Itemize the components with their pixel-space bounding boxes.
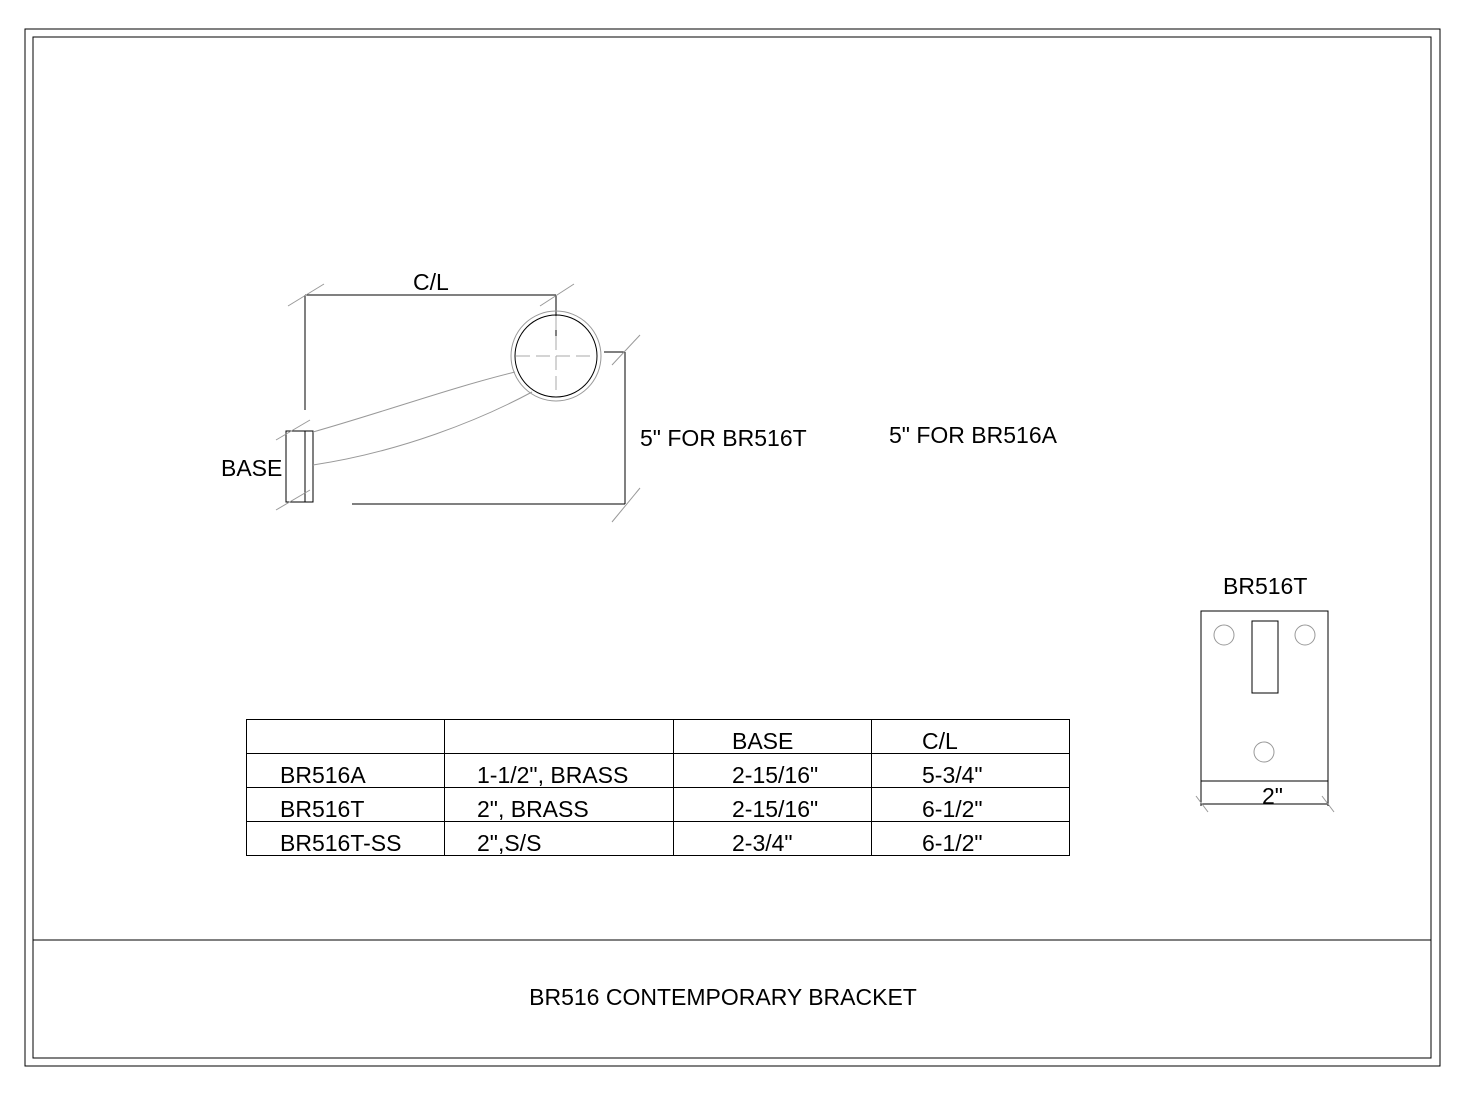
- base-plate-outer: [285, 430, 306, 503]
- base-label: BASE: [221, 455, 283, 481]
- width-left-tick: [1195, 795, 1209, 813]
- outer-border: [24, 28, 1441, 1067]
- arm-lower-curve: [312, 391, 533, 466]
- table-cell: 2-15/16": [673, 787, 872, 822]
- table-cell: 5-3/4": [871, 753, 1070, 788]
- cl-left-tick: [287, 283, 325, 307]
- width-right-tick: [1321, 795, 1335, 813]
- table-cell: 2-3/4": [673, 821, 872, 856]
- base-view-drawing: [1195, 610, 1335, 813]
- table-cell: 2",S/S: [444, 821, 674, 856]
- table-header-row: BASE C/L: [246, 719, 1070, 754]
- base-view-slot: [1251, 620, 1279, 694]
- height-label-br516t: 5" FOR BR516T: [640, 425, 807, 451]
- table-header-cell: BASE: [673, 719, 872, 754]
- base-plate-inner: [304, 430, 314, 503]
- table-cell: 6-1/2": [871, 821, 1070, 856]
- table-header-cell: C/L: [871, 719, 1070, 754]
- base-view-hole-bottom: [1253, 741, 1275, 763]
- arm-upper-curve: [312, 371, 516, 433]
- drawing-title: BR516 CONTEMPORARY BRACKET: [529, 984, 917, 1010]
- base-view-width-label: 2": [1262, 783, 1283, 809]
- base-view-hole-left: [1213, 624, 1235, 646]
- tube-inner-circle: [514, 314, 598, 398]
- base-tick-bottom: [275, 489, 311, 511]
- base-tick-top: [275, 419, 311, 441]
- table-row: BR516T 2", BRASS 2-15/16" 6-1/2": [246, 787, 1070, 822]
- spec-table: BASE C/L BR516A 1-1/2", BRASS 2-15/16" 5…: [246, 719, 1070, 856]
- cl-right-tick: [539, 283, 575, 307]
- table-cell: 1-1/2", BRASS: [444, 753, 674, 788]
- table-header-cell: [246, 719, 445, 754]
- side-view-drawing: [275, 283, 641, 523]
- base-view-hole-right: [1294, 624, 1316, 646]
- table-row: BR516T-SS 2",S/S 2-3/4" 6-1/2": [246, 821, 1070, 856]
- table-header-cell: [444, 719, 674, 754]
- table-cell: BR516A: [246, 753, 445, 788]
- tube-outer-circle: [510, 310, 602, 402]
- table-cell: BR516T: [246, 787, 445, 822]
- base-view-title: BR516T: [1223, 573, 1308, 599]
- height-top-tick: [611, 334, 641, 366]
- inner-border: [32, 36, 1432, 1059]
- base-view-plate: [1200, 610, 1329, 782]
- table-cell: 6-1/2": [871, 787, 1070, 822]
- table-cell: BR516T-SS: [246, 821, 445, 856]
- height-bottom-tick: [611, 487, 641, 523]
- cl-label: C/L: [413, 269, 449, 295]
- table-row: BR516A 1-1/2", BRASS 2-15/16" 5-3/4": [246, 753, 1070, 788]
- table-cell: 2", BRASS: [444, 787, 674, 822]
- height-label-br516a: 5" FOR BR516A: [889, 422, 1057, 448]
- table-cell: 2-15/16": [673, 753, 872, 788]
